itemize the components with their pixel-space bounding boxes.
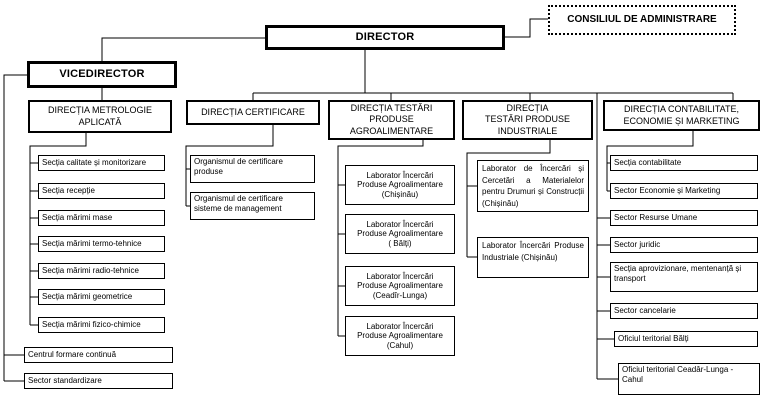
unit-box: Secția contabilitate: [610, 155, 758, 171]
division-head-testari-agroalimentare: DIRECȚIA TESTĂRI PRODUSE AGROALIMENTARE: [328, 100, 455, 140]
unit-box: Secția mărimi radio-tehnice: [38, 263, 165, 279]
lab-box: Laborator Încercări Produse Industriale …: [477, 237, 589, 278]
unit-box-centrul-formare: Centrul formare continuă: [24, 347, 173, 363]
unit-box: Secția recepție: [38, 183, 165, 199]
division-head-contabilitate: DIRECȚIA CONTABILITATE, ECONOMIE ȘI MARK…: [603, 100, 760, 131]
unit-box: Secția calitate și monitorizare: [38, 155, 165, 171]
unit-box: Secția mărimi fizico-chimice: [38, 317, 165, 333]
division-head-testari-industriale: DIRECȚIA TESTĂRI PRODUSE INDUSTRIALE: [462, 100, 593, 140]
lab-box: Laborator Încercări Produse Agroalimenta…: [345, 266, 455, 306]
unit-box: Sector Economie și Marketing: [610, 183, 758, 199]
unit-box: Organismul de certificare sisteme de man…: [190, 192, 315, 220]
unit-box: Secția aprovizionare, mentenanță și tran…: [610, 262, 758, 292]
unit-box: Sector juridic: [610, 237, 758, 253]
vicedirector-box: VICEDIRECTOR: [27, 61, 177, 88]
lab-box: Laborator de Încercări și Cercetări a Ma…: [477, 160, 589, 212]
unit-box: Oficiul teritorial Bălți: [614, 331, 758, 347]
division-head-metrologie: DIRECȚIA METROLOGIE APLICATĂ: [28, 100, 172, 133]
unit-box: Sector cancelarie: [610, 303, 758, 319]
unit-box: Secția mărimi mase: [38, 210, 165, 226]
consiliul-administrare-box: CONSILIUL DE ADMINISTRARE: [548, 5, 736, 35]
division-head-certificare: DIRECȚIA CERTIFICARE: [186, 100, 320, 125]
unit-box: Secția mărimi termo-tehnice: [38, 236, 165, 252]
unit-box: Sector Resurse Umane: [610, 210, 758, 226]
director-box: DIRECTOR: [265, 25, 505, 50]
unit-box: Secția mărimi geometrice: [38, 289, 165, 305]
unit-box: Oficiul teritorial Ceadâr-Lunga - Cahul: [618, 363, 760, 395]
unit-box: Organismul de certificare produse: [190, 155, 315, 183]
lab-box: Laborator Încercări Produse Agroalimenta…: [345, 316, 455, 356]
unit-box-sector-standardizare: Sector standardizare: [24, 373, 173, 389]
lab-box: Laborator Încercări Produse Agroalimenta…: [345, 165, 455, 205]
lab-box: Laborator Încercări Produse Agroalimenta…: [345, 214, 455, 254]
